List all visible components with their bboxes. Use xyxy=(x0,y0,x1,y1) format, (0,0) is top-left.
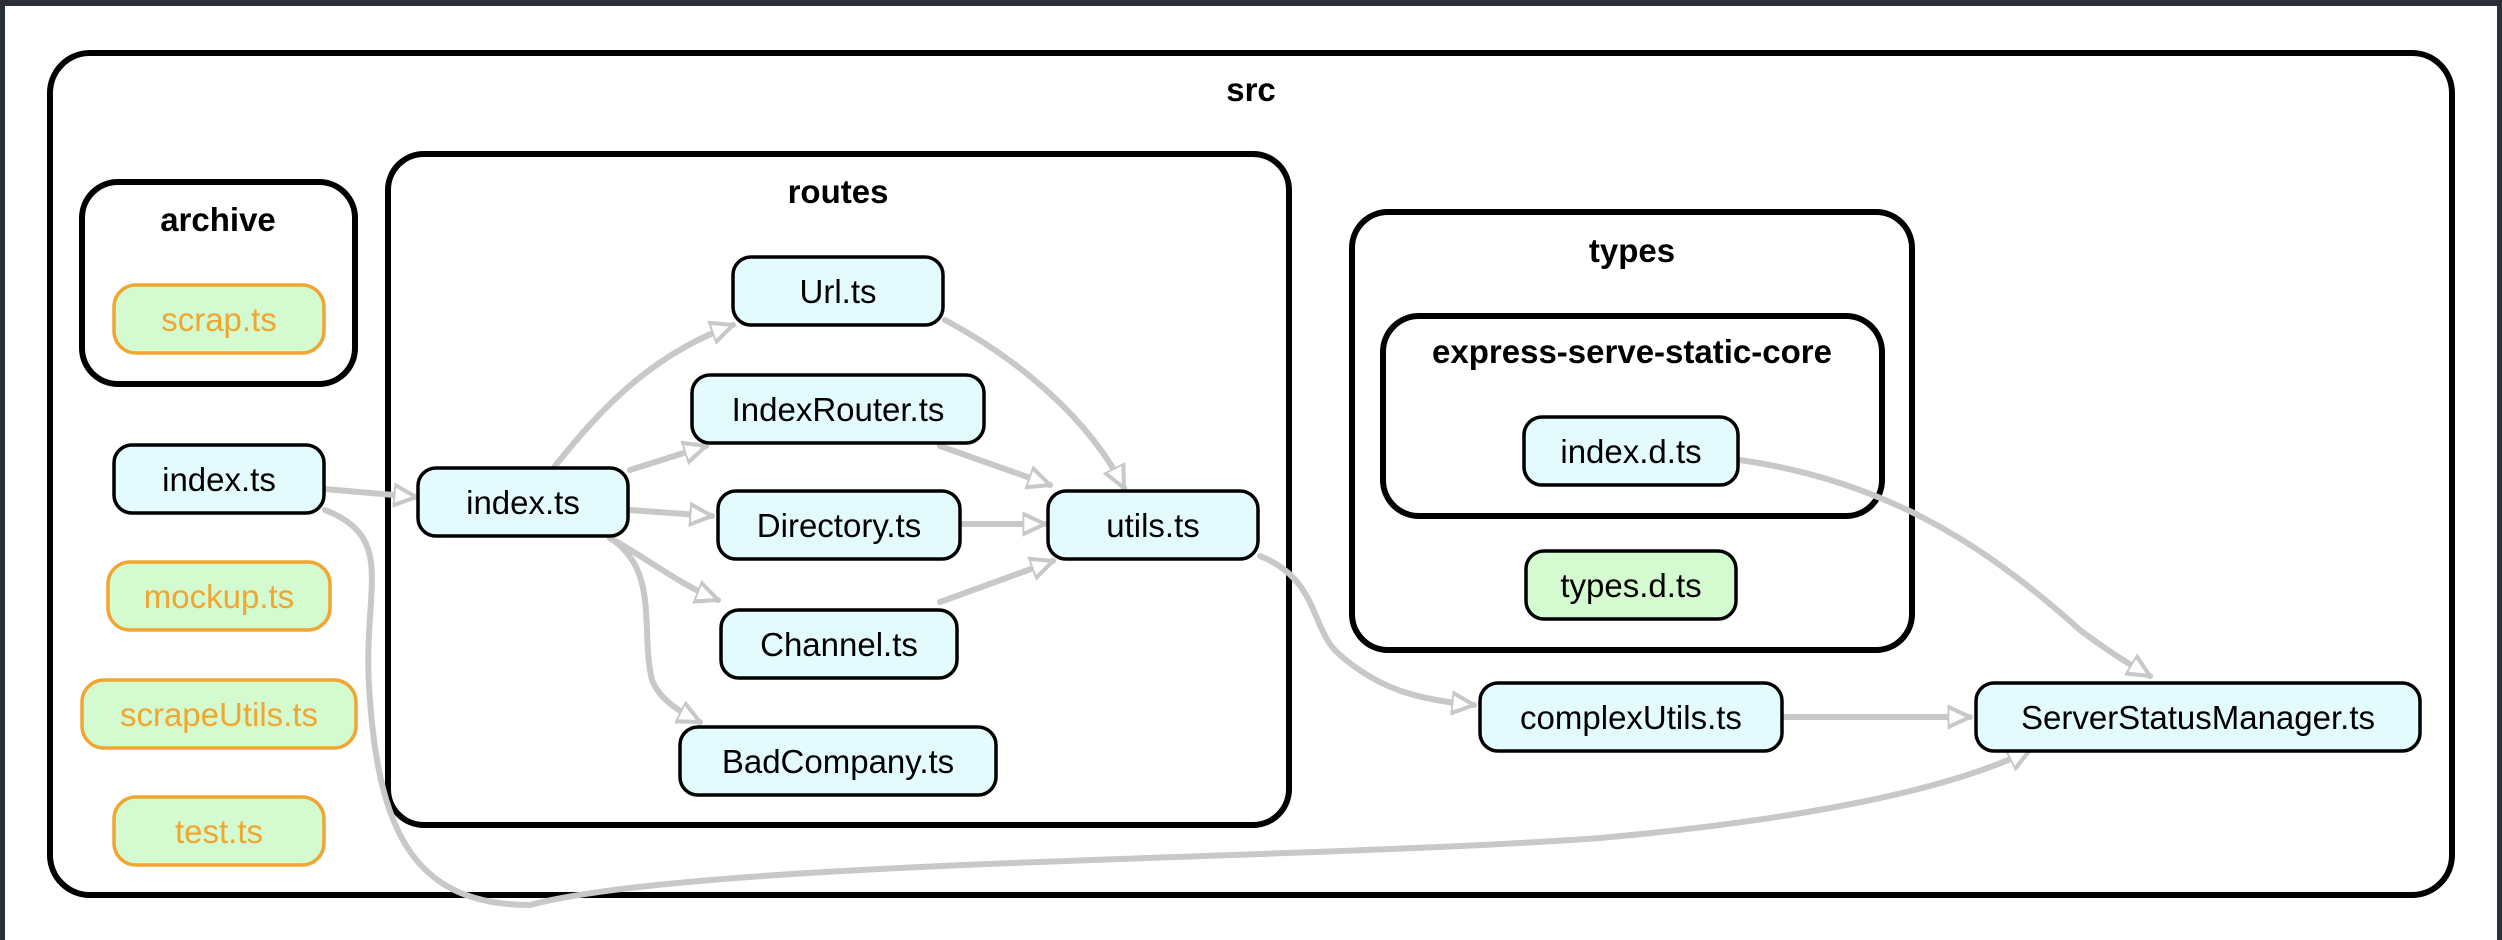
node-routes-index-ts-label: index.ts xyxy=(466,484,580,521)
edges xyxy=(322,317,2150,909)
node-types-d-ts[interactable]: types.d.ts xyxy=(1524,549,1738,621)
node-src-index-ts[interactable]: index.ts xyxy=(112,443,326,515)
node-channel-ts-label: Channel.ts xyxy=(760,626,918,663)
node-serverstatusmanager-ts-label: ServerStatusManager.ts xyxy=(2021,699,2375,736)
cluster-src-label: src xyxy=(1226,71,1276,108)
node-badcompany-ts-label: BadCompany.ts xyxy=(722,743,954,780)
node-scrap-ts[interactable]: scrap.ts xyxy=(112,283,326,355)
node-url-ts-label: Url.ts xyxy=(800,273,877,310)
edge-routes-index-to-directory xyxy=(627,510,712,516)
node-src-index-ts-label: index.ts xyxy=(162,461,276,498)
node-badcompany-ts[interactable]: BadCompany.ts xyxy=(678,725,998,797)
node-complexutils-ts-label: complexUtils.ts xyxy=(1520,699,1742,736)
node-test-ts-label: test.ts xyxy=(175,813,263,850)
node-indexrouter-ts[interactable]: IndexRouter.ts xyxy=(690,373,986,445)
edge-index-d-to-serverstatusmanager xyxy=(1737,457,2150,679)
edge-src-index-to-routes-index xyxy=(322,489,416,497)
node-directory-ts-label: Directory.ts xyxy=(757,507,921,544)
node-types-d-ts-label: types.d.ts xyxy=(1560,567,1701,604)
node-utils-ts-label: utils.ts xyxy=(1106,507,1200,544)
cluster-types-label: types xyxy=(1589,232,1675,269)
node-serverstatusmanager-ts[interactable]: ServerStatusManager.ts xyxy=(1974,681,2422,753)
node-scrapeutils-ts[interactable]: scrapeUtils.ts xyxy=(80,678,358,750)
node-index-d-ts-label: index.d.ts xyxy=(1560,433,1701,470)
node-mockup-ts[interactable]: mockup.ts xyxy=(106,560,332,632)
edge-channel-to-utils xyxy=(937,561,1053,605)
edge-routes-index-to-indexrouter xyxy=(627,446,706,473)
edge-utils-to-complexutils xyxy=(1257,553,1474,705)
node-indexrouter-ts-label: IndexRouter.ts xyxy=(732,391,945,428)
node-utils-ts[interactable]: utils.ts xyxy=(1046,489,1260,561)
window-top-border xyxy=(0,0,2502,6)
node-scrap-ts-label: scrap.ts xyxy=(161,301,277,338)
node-url-ts[interactable]: Url.ts xyxy=(731,255,945,327)
window-left-border xyxy=(0,0,5,940)
node-scrapeutils-ts-label: scrapeUtils.ts xyxy=(120,696,318,733)
edge-routes-index-to-badcompany xyxy=(607,535,700,725)
cluster-express-label: express-serve-static-core xyxy=(1432,333,1832,370)
node-mockup-ts-label: mockup.ts xyxy=(144,578,294,615)
node-directory-ts[interactable]: Directory.ts xyxy=(716,489,962,561)
cluster-routes-label: routes xyxy=(788,173,889,210)
node-test-ts[interactable]: test.ts xyxy=(112,795,326,867)
node-complexutils-ts[interactable]: complexUtils.ts xyxy=(1478,681,1784,753)
edge-indexrouter-to-utils xyxy=(937,443,1050,485)
node-routes-index-ts[interactable]: index.ts xyxy=(416,466,630,538)
window-right-border xyxy=(2497,0,2502,940)
node-index-d-ts[interactable]: index.d.ts xyxy=(1522,415,1740,487)
node-channel-ts[interactable]: Channel.ts xyxy=(719,608,959,680)
edge-src-index-to-serverstatusmanager xyxy=(322,507,2030,909)
edge-url-to-utils xyxy=(942,317,1127,488)
edge-routes-index-to-url xyxy=(552,325,733,469)
cluster-archive-label: archive xyxy=(160,201,276,238)
